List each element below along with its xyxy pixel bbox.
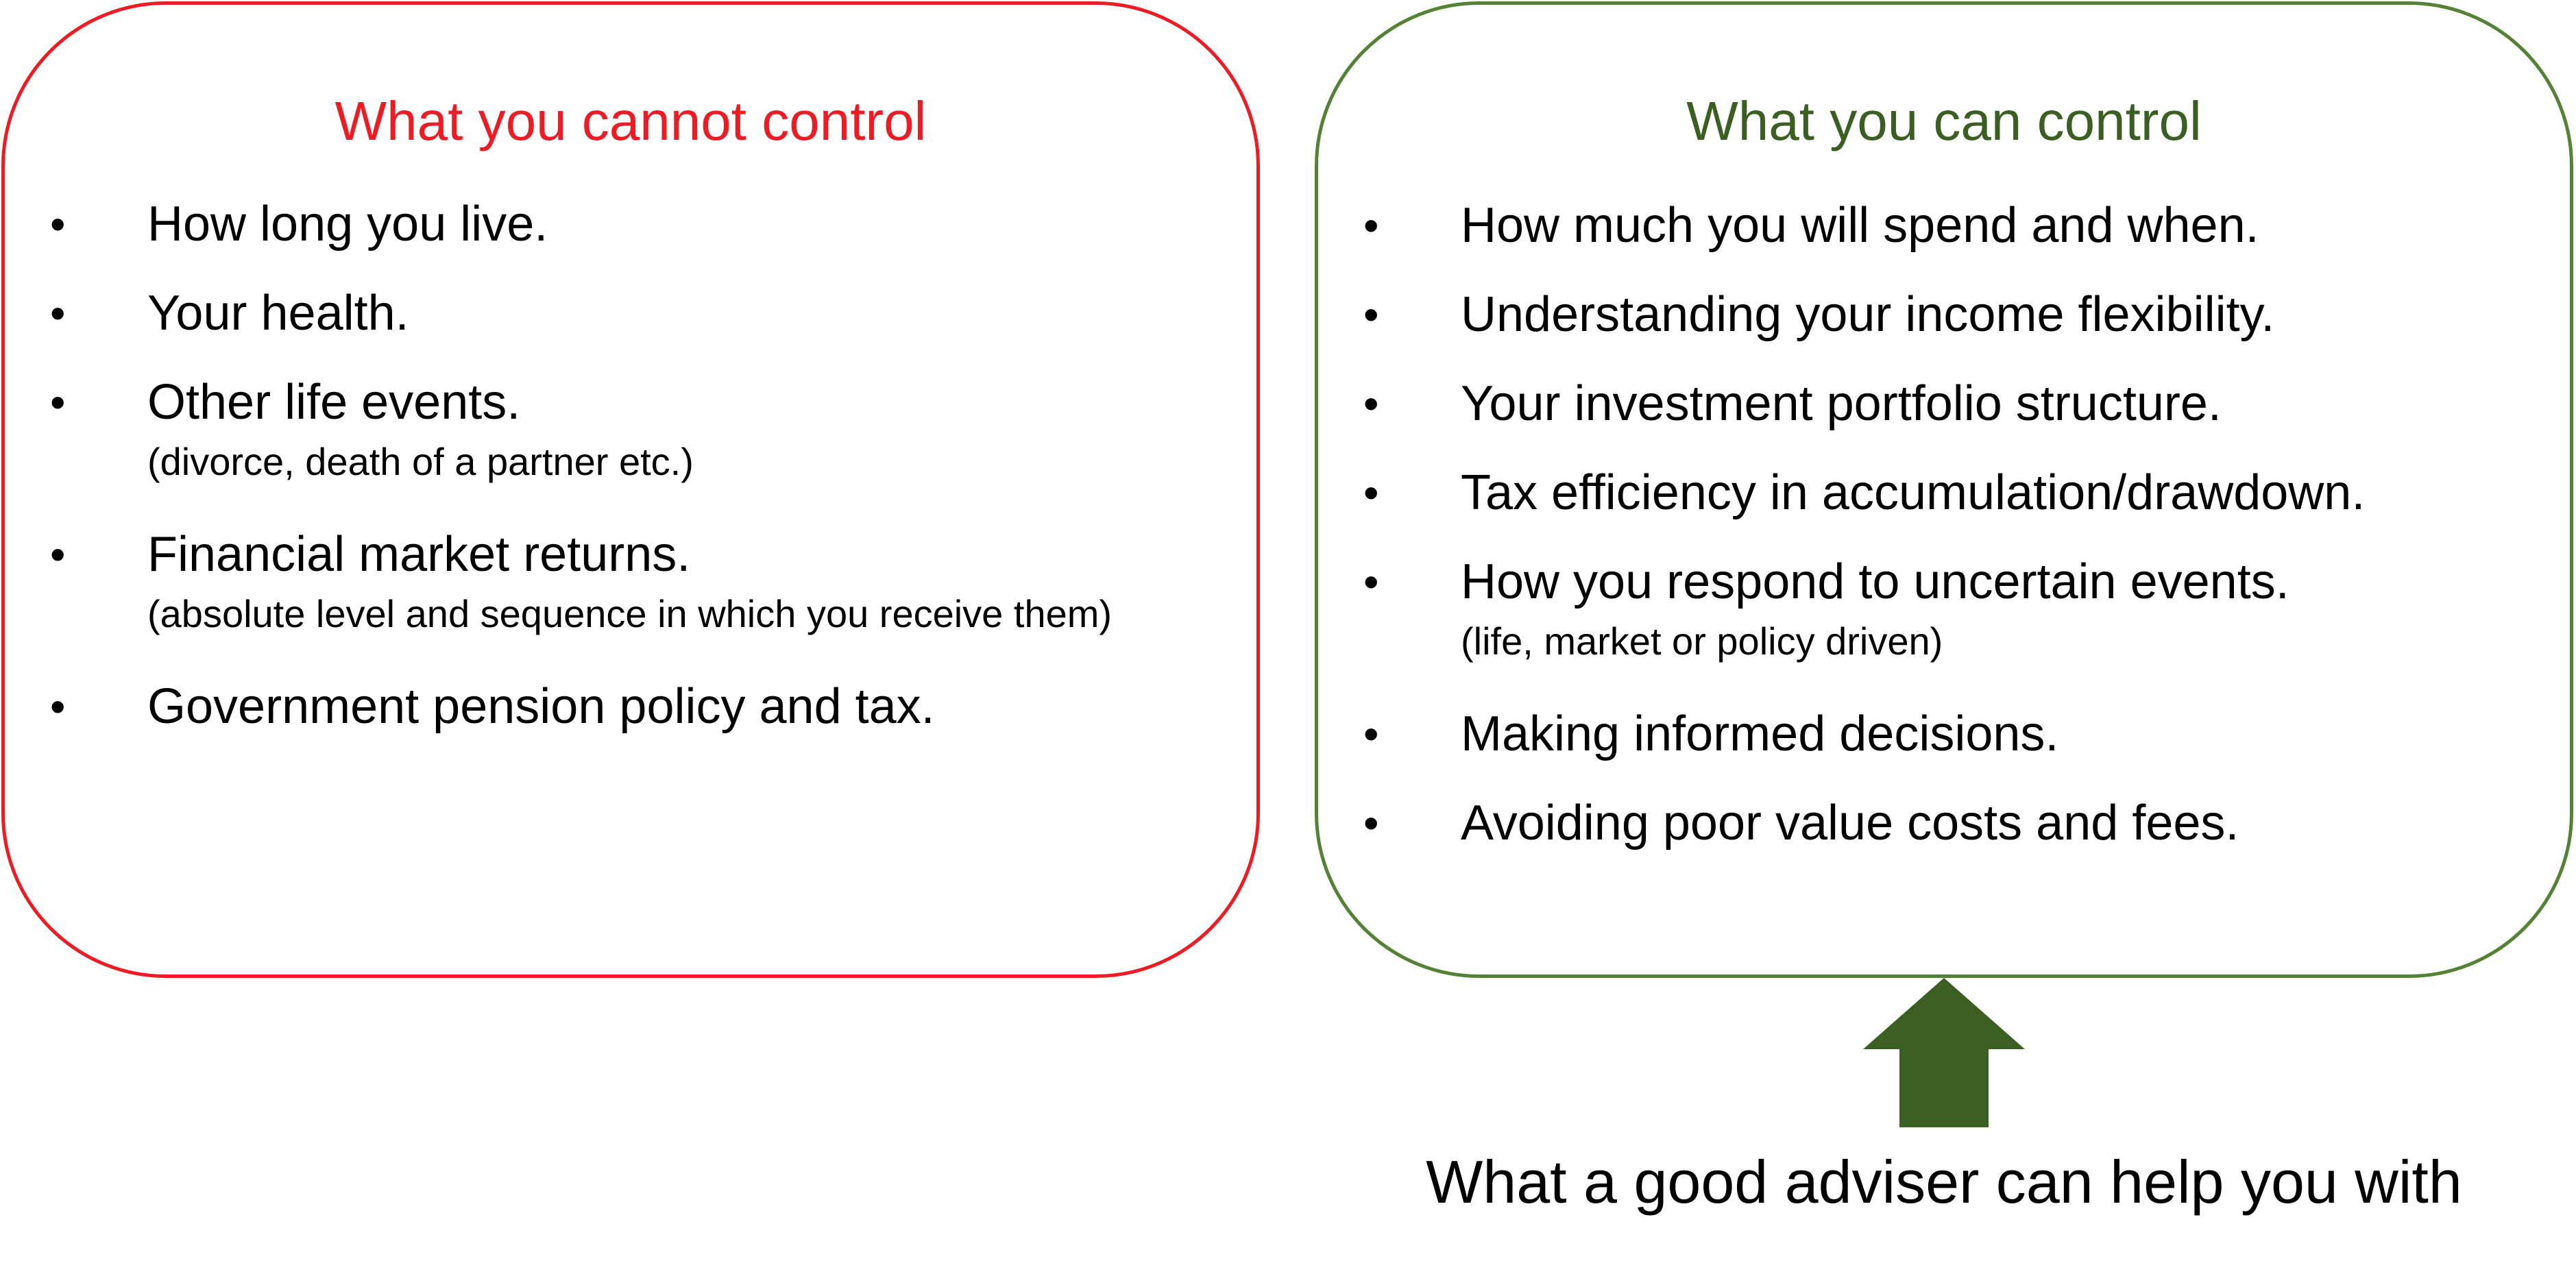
bullet-icon: •	[50, 378, 66, 427]
list-item: • Financial market returns. (absolute leve…	[5, 510, 1256, 635]
list-item: • How long you live.	[5, 180, 1256, 269]
list-item-text: Tax efficiency in accumulation/drawdown.	[1461, 465, 2366, 520]
list-item: • Tax efficiency in accumulation/drawdown…	[1318, 448, 2570, 537]
list-item-text: Other life events.	[147, 375, 521, 430]
list-item-text: Your health.	[147, 286, 409, 341]
list-item-text: How much you will spend and when.	[1461, 198, 2259, 253]
bullet-icon: •	[50, 199, 66, 249]
list-item: • Your health.	[5, 269, 1256, 358]
bullet-icon: •	[50, 289, 66, 338]
bullet-icon: •	[1363, 290, 1379, 339]
can-control-panel: What you can control • How much you will …	[1315, 1, 2573, 978]
bullet-icon: •	[1363, 201, 1379, 250]
list-item-text: Your investment portfolio structure.	[1461, 376, 2222, 431]
up-arrow-shape	[1863, 978, 2025, 1127]
bullet-icon: •	[1363, 557, 1379, 606]
cannot-control-list: • How long you live. • Your health. • Other l…	[5, 180, 1256, 751]
list-item-text: Understanding your income flexibility.	[1461, 287, 2275, 342]
cannot-control-title: What you cannot control	[335, 90, 927, 151]
list-item: • Avoiding poor value costs and fees.	[1318, 778, 2570, 868]
list-item-note: (divorce, death of a partner etc.)	[147, 440, 694, 483]
can-control-title: What you can control	[1686, 90, 2202, 151]
bullet-icon: •	[50, 682, 66, 731]
adviser-caption: What a good adviser can help you with	[1426, 1148, 2462, 1216]
list-item-text: Government pension policy and tax.	[147, 679, 935, 734]
list-item-text: Financial market returns.	[147, 527, 691, 582]
up-arrow-icon	[1863, 978, 2025, 1127]
list-item-note: (life, market or policy driven)	[1461, 620, 1943, 663]
bullet-icon: •	[50, 530, 66, 579]
list-item-text: Avoiding poor value costs and fees.	[1461, 796, 2239, 850]
list-item: • Other life events. (divorce, death of a …	[5, 358, 1256, 482]
list-item: • Making informed decisions.	[1318, 689, 2570, 778]
list-item-note: (absolute level and sequence in which yo…	[147, 592, 1113, 635]
bullet-icon: •	[1363, 798, 1379, 848]
list-item-text: Making informed decisions.	[1461, 707, 2059, 761]
bullet-icon: •	[1363, 379, 1379, 428]
list-item: • How you respond to uncertain events. (li…	[1318, 537, 2570, 662]
cannot-control-panel: What you cannot control • How long you li…	[1, 1, 1260, 978]
list-item: • Understanding your income flexibility.	[1318, 270, 2570, 359]
list-item: • Your investment portfolio structure.	[1318, 359, 2570, 448]
can-control-list: • How much you will spend and when. • Under…	[1318, 181, 2570, 868]
list-item-text: How long you live.	[147, 197, 548, 252]
bullet-icon: •	[1363, 709, 1379, 759]
list-item: • How much you will spend and when.	[1318, 181, 2570, 270]
list-item: • Government pension policy and tax.	[5, 662, 1256, 751]
bullet-icon: •	[1363, 468, 1379, 517]
list-item-text: How you respond to uncertain events.	[1461, 554, 2289, 609]
